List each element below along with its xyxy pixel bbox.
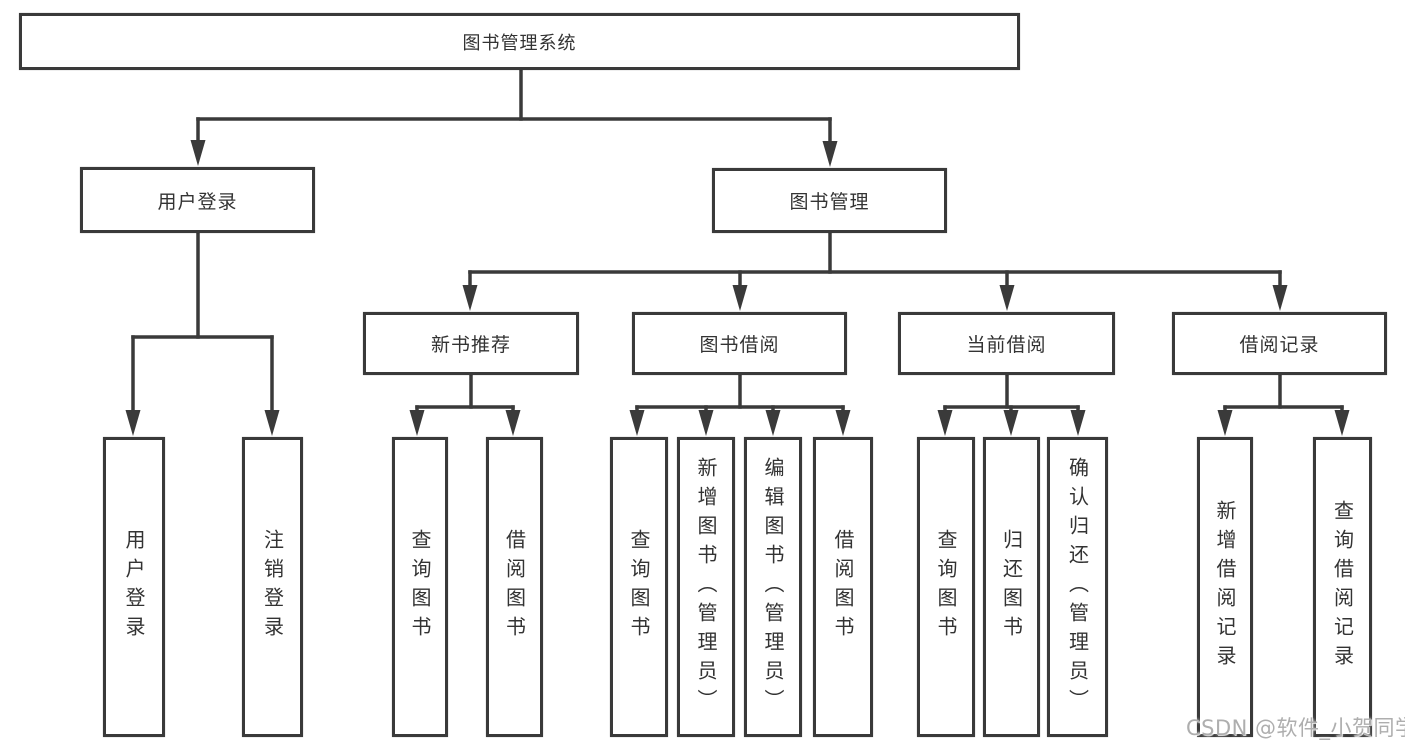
leaf-query-books-borrowing: 查询图书 (610, 437, 668, 737)
leaf-add-borrow-record: 新增借阅记录 (1197, 437, 1253, 737)
node-user-login: 用户登录 (80, 167, 315, 233)
arrowhead-icon (937, 410, 953, 436)
arrowhead-icon (125, 410, 141, 436)
leaf-label: 查询图书 (627, 529, 651, 645)
node-label: 新书推荐 (430, 334, 511, 356)
leaf-label: 注销登录 (260, 529, 285, 645)
node-label: 图书借阅 (699, 334, 780, 356)
node-book-borrowing: 图书借阅 (632, 312, 847, 375)
arrowhead-icon (1003, 410, 1019, 436)
node-borrowing-records: 借阅记录 (1172, 312, 1387, 375)
leaf-label: 新增借阅记录 (1213, 500, 1237, 674)
arrowhead-icon (999, 285, 1015, 311)
leaf-borrow-books-recommend: 借阅图书 (486, 437, 543, 737)
leaf-borrow-books: 借阅图书 (813, 437, 873, 737)
leaf-label: 新增图书（管理员） (694, 456, 718, 718)
arrowhead-icon (765, 410, 781, 436)
leaf-label: 借阅图书 (502, 529, 527, 645)
leaf-query-books-recommend: 查询图书 (392, 437, 448, 737)
leaf-label: 借阅图书 (831, 529, 855, 645)
node-current-borrowing: 当前借阅 (898, 312, 1115, 375)
arrowhead-icon (1334, 410, 1350, 436)
leaf-label: 用户登录 (122, 529, 146, 645)
arrowhead-icon (264, 410, 280, 436)
arrowhead-icon (462, 285, 478, 311)
leaf-label: 查询图书 (934, 529, 958, 645)
csdn-watermark: CSDN @软件_小贺同学 (1186, 716, 1405, 740)
leaf-return-books: 归还图书 (983, 437, 1040, 737)
leaf-label: 确认归还（管理员） (1065, 456, 1090, 718)
leaf-label: 查询借阅记录 (1330, 500, 1355, 674)
leaf-label: 归还图书 (999, 529, 1024, 645)
node-label: 用户登录 (157, 190, 238, 213)
leaf-label: 编辑图书（管理员） (761, 456, 785, 718)
node-book-management: 图书管理 (712, 168, 947, 233)
arrowhead-icon (835, 410, 851, 436)
node-new-book-recommend: 新书推荐 (363, 312, 579, 375)
arrowhead-icon (1217, 410, 1233, 436)
leaf-query-borrow-record: 查询借阅记录 (1313, 437, 1372, 737)
leaf-confirm-return-admin: 确认归还（管理员） (1047, 437, 1108, 737)
node-label: 借阅记录 (1239, 334, 1320, 356)
leaf-user-login: 用户登录 (103, 437, 165, 737)
arrowhead-icon (505, 410, 521, 436)
leaf-add-books-admin: 新增图书（管理员） (677, 437, 735, 737)
arrowhead-icon (190, 140, 206, 166)
leaf-query-books-current: 查询图书 (917, 437, 975, 737)
arrowhead-icon (822, 141, 838, 167)
node-label: 当前借阅 (966, 334, 1047, 356)
leaf-logout: 注销登录 (242, 437, 303, 737)
arrowhead-icon (698, 410, 714, 436)
leaf-edit-books-admin: 编辑图书（管理员） (744, 437, 802, 737)
arrowhead-icon (1070, 410, 1086, 436)
arrowhead-icon (732, 285, 748, 311)
arrowhead-icon (409, 410, 425, 436)
arrowhead-icon (629, 410, 645, 436)
node-label: 图书管理 (789, 191, 870, 213)
leaf-label: 查询图书 (408, 529, 432, 645)
node-library-management-system: 图书管理系统 (19, 13, 1020, 70)
node-label: 图书管理系统 (462, 32, 577, 54)
arrowhead-icon (1272, 285, 1288, 311)
